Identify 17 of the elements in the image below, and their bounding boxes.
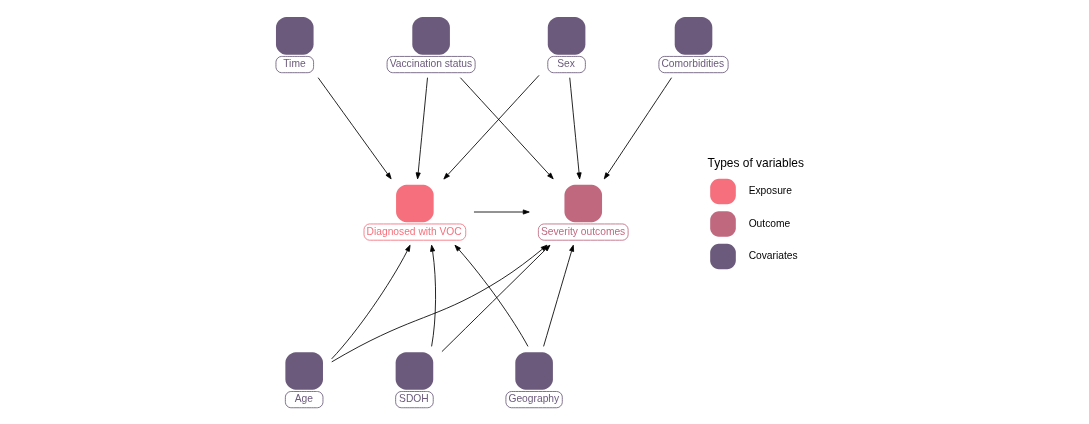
arrow [473, 209, 530, 215]
arrow [330, 244, 547, 363]
legend-label: Covariates [748, 250, 798, 262]
arrow [441, 244, 550, 353]
arrow [442, 74, 539, 180]
label: Types of variables [707, 155, 804, 170]
arrow [454, 244, 528, 347]
arrow [542, 244, 574, 347]
arrow [429, 244, 436, 347]
arrow [330, 244, 410, 360]
arrow [415, 77, 428, 180]
arrow [568, 77, 582, 180]
arrow [459, 77, 554, 180]
legend-label: Exposure [748, 185, 792, 197]
arrow [603, 77, 672, 180]
legend-label: Outcome [748, 217, 790, 229]
arrow [317, 77, 392, 180]
